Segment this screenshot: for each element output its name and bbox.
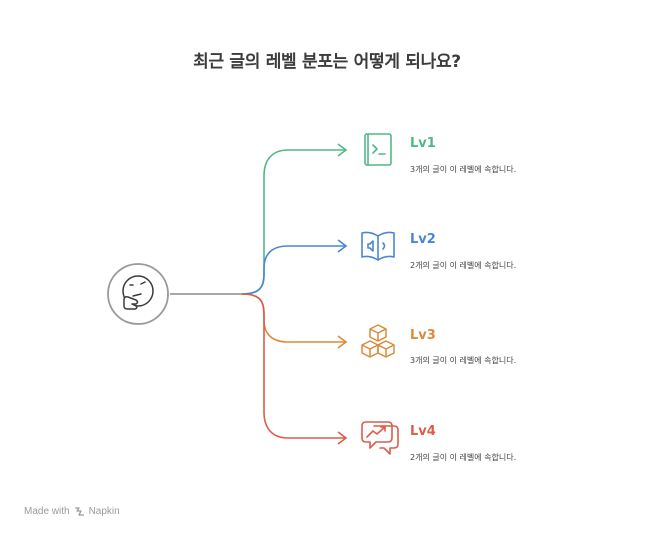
arrow-lv3 [337,335,348,349]
lv3-description: 3개의 글이 이 레벨에 속합니다. [410,356,517,365]
page-title: 최근 글의 레벨 분포는 어떻게 되나요? [193,52,461,72]
napkin-brand: Napkin [88,506,120,517]
branch-lv4 [241,293,346,439]
napkin-logo-icon [74,507,84,516]
lv3-label: Lv3 [410,328,436,343]
lv2-description: 2개의 글이 이 레벨에 속합니다. [410,261,517,270]
lv4-description: 2개의 글이 이 레벨에 속합니다. [410,453,517,462]
lv4-label: Lv4 [410,424,436,439]
lv1-label: Lv1 [410,136,436,151]
branch-lv2 [241,245,346,295]
cubes-icon [361,324,395,358]
made-with-text: Made with [24,506,70,517]
lv2-label: Lv2 [410,232,436,247]
napkin-credit[interactable]: Made with Napkin [24,506,120,517]
audio-book-icon [361,231,395,261]
branch-lv3 [241,293,346,343]
thinking-face-icon [107,263,169,325]
arrow-lv1 [337,143,348,157]
branch-lv1 [241,149,346,295]
chart-message-icon [361,421,399,455]
terminal-book-icon [364,133,392,166]
lv1-description: 3개의 글이 이 레벨에 속합니다. [410,165,517,174]
arrow-lv4 [337,431,348,445]
arrow-lv2 [337,239,348,253]
